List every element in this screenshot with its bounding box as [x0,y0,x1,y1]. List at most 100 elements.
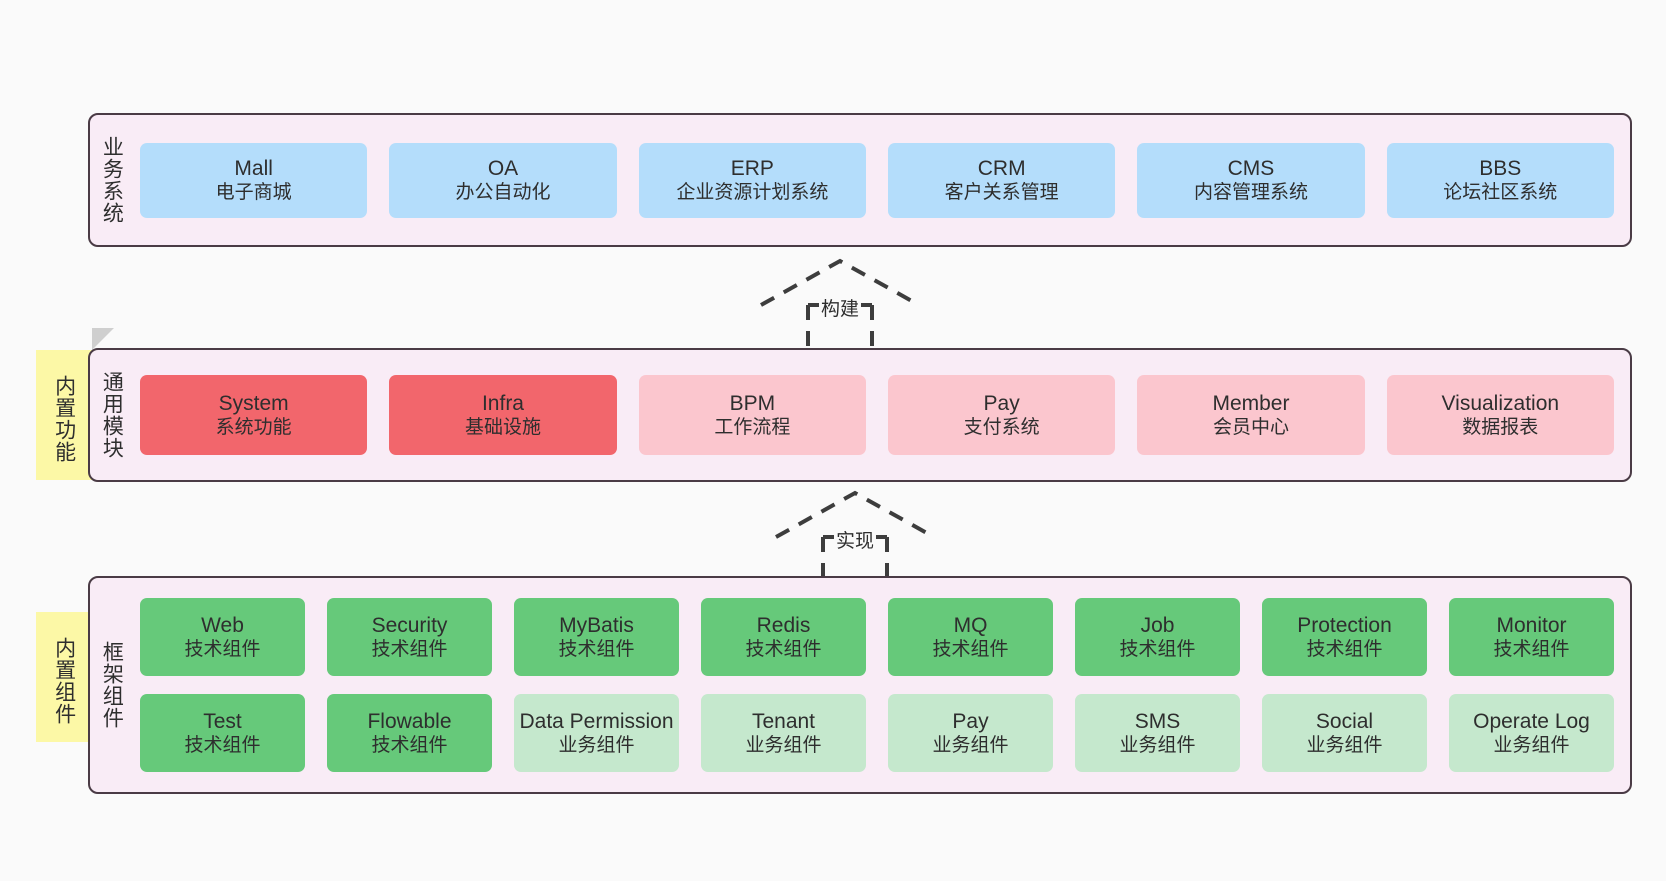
card-subtitle: 技术组件 [184,639,261,661]
card-subtitle: 客户关系管理 [944,182,1059,204]
card-mybatis[interactable]: MyBatis 技术组件 [514,598,679,676]
card-title: Infra [481,391,524,415]
card-subtitle: 工作流程 [714,417,791,439]
card-subtitle: 办公自动化 [455,182,551,204]
card-title: SMS [1134,709,1181,733]
card-subtitle: 企业资源计划系统 [676,182,829,204]
panel-business-systems: 业务系统 Mall 电子商城 OA 办公自动化 ERP 企业资源计划系统 CRM… [88,113,1632,247]
card-title: Operate Log [1473,709,1590,733]
card-oa[interactable]: OA 办公自动化 [389,142,617,218]
card-subtitle: 基础设施 [464,417,541,439]
note-label: 内置功能 [52,375,76,463]
note-label: 内置组件 [52,637,76,725]
card-mall[interactable]: Mall 电子商城 [140,142,368,218]
card-row-business: Mall 电子商城 OA 办公自动化 ERP 企业资源计划系统 CRM 客户关系… [140,142,1614,218]
card-title: Redis [756,613,811,637]
card-title: MyBatis [559,613,634,637]
card-title: BBS [1479,156,1522,180]
card-data-permission[interactable]: Data Permission 业务组件 [514,694,679,772]
card-subtitle: 业务组件 [932,735,1009,757]
card-flowable[interactable]: Flowable 技术组件 [327,694,492,772]
card-title: Tenant [751,709,816,733]
panel-title-common: 通用模块 [100,371,124,459]
card-subtitle: 系统功能 [215,417,292,439]
card-operate-log[interactable]: Operate Log 业务组件 [1449,694,1614,772]
card-test[interactable]: Test 技术组件 [140,694,305,772]
panel-common-modules: 通用模块 System 系统功能 Infra 基础设施 BPM 工作流程 Pay… [88,348,1632,482]
card-web[interactable]: Web 技术组件 [140,598,305,676]
card-subtitle: 技术组件 [558,639,635,661]
card-title: Pay [983,391,1020,415]
card-subtitle: 业务组件 [1306,735,1383,757]
card-subtitle: 业务组件 [1493,735,1570,757]
panel-framework-components: 框架组件 Web 技术组件 Security 技术组件 MyBatis 技术组件… [88,576,1632,794]
card-visualization[interactable]: Visualization 数据报表 [1386,375,1614,455]
card-pay-module[interactable]: Pay 支付系统 [887,375,1116,455]
card-system[interactable]: System 系统功能 [140,375,368,455]
card-title: Protection [1297,613,1392,637]
card-mq[interactable]: MQ 技术组件 [888,598,1053,676]
card-title: Member [1212,391,1290,415]
card-title: Visualization [1441,391,1560,415]
card-pay-component[interactable]: Pay 业务组件 [888,694,1053,772]
card-title: CRM [977,156,1026,180]
card-bbs[interactable]: BBS 论坛社区系统 [1386,142,1614,218]
card-title: Job [1140,613,1175,637]
card-bpm[interactable]: BPM 工作流程 [638,375,866,455]
card-subtitle: 技术组件 [745,639,822,661]
card-title: BPM [729,391,776,415]
card-title: OA [487,156,519,180]
card-security[interactable]: Security 技术组件 [327,598,492,676]
card-subtitle: 内容管理系统 [1193,182,1308,204]
card-erp[interactable]: ERP 企业资源计划系统 [638,142,866,218]
panel-body-business: Mall 电子商城 OA 办公自动化 ERP 企业资源计划系统 CRM 客户关系… [132,115,1630,245]
note-builtin-function: 内置功能 [36,350,92,480]
arrow-implement-label: 实现 [833,526,877,553]
card-member[interactable]: Member 会员中心 [1137,375,1365,455]
card-subtitle: 电子商城 [215,182,292,204]
card-infra[interactable]: Infra 基础设施 [389,375,617,455]
card-subtitle: 技术组件 [1493,639,1570,661]
panel-title-business: 业务系统 [100,136,124,224]
card-row-framework-business: Test 技术组件 Flowable 技术组件 Data Permission … [140,694,1614,772]
card-title: Social [1315,709,1374,733]
card-title: Security [371,613,448,637]
card-crm[interactable]: CRM 客户关系管理 [887,142,1116,218]
card-social[interactable]: Social 业务组件 [1262,694,1427,772]
card-subtitle: 技术组件 [932,639,1009,661]
card-subtitle: 技术组件 [1306,639,1383,661]
card-title: Pay [952,709,989,733]
card-job[interactable]: Job 技术组件 [1075,598,1240,676]
card-title: Monitor [1496,613,1567,637]
card-title: Test [203,709,242,733]
panel-title-framework: 框架组件 [100,641,124,729]
note-builtin-component: 内置组件 [36,612,92,742]
card-row-framework-tech: Web 技术组件 Security 技术组件 MyBatis 技术组件 Redi… [140,598,1614,676]
card-title: ERP [730,156,774,180]
arrow-implement: 实现 [770,487,940,579]
card-subtitle: 数据报表 [1462,417,1539,439]
card-redis[interactable]: Redis 技术组件 [701,598,866,676]
card-cms[interactable]: CMS 内容管理系统 [1137,142,1365,218]
card-subtitle: 支付系统 [963,417,1040,439]
card-subtitle: 技术组件 [1119,639,1196,661]
card-title: CMS [1227,156,1275,180]
card-tenant[interactable]: Tenant 业务组件 [701,694,866,772]
arrow-build: 构建 [755,255,925,347]
card-title: Flowable [367,709,452,733]
card-subtitle: 论坛社区系统 [1443,182,1558,204]
card-title: MQ [953,613,988,637]
card-monitor[interactable]: Monitor 技术组件 [1449,598,1614,676]
card-protection[interactable]: Protection 技术组件 [1262,598,1427,676]
card-subtitle: 会员中心 [1212,417,1289,439]
card-title: Mall [234,156,273,180]
card-subtitle: 业务组件 [745,735,822,757]
card-subtitle: 技术组件 [371,735,448,757]
panel-body-framework: Web 技术组件 Security 技术组件 MyBatis 技术组件 Redi… [132,578,1630,792]
card-subtitle: 技术组件 [371,639,448,661]
card-subtitle: 技术组件 [184,735,261,757]
card-title: System [218,391,289,415]
card-title: Data Permission [519,709,674,733]
card-sms[interactable]: SMS 业务组件 [1075,694,1240,772]
